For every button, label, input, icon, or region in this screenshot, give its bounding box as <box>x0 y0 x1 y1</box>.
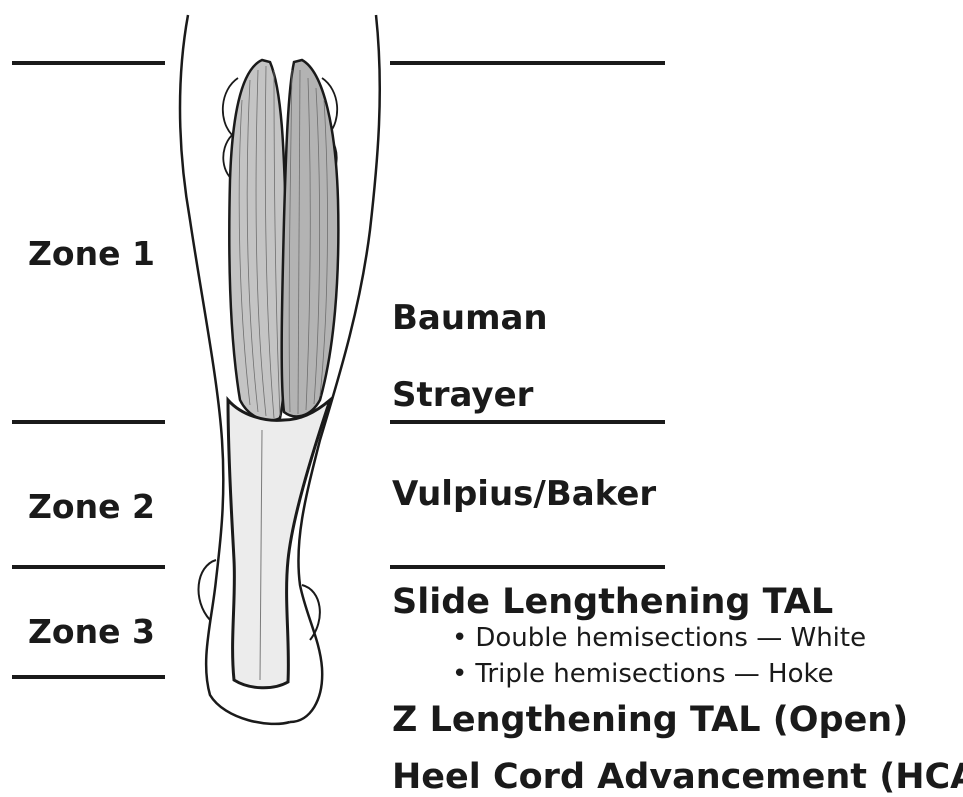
leg-calf-illustration <box>170 0 400 730</box>
zone-1-label: Zone 1 <box>28 234 155 273</box>
zone-2-label: Zone 2 <box>28 487 155 526</box>
slide-bullet-triple-hemisections: Triple hemisections — Hoke <box>452 659 834 689</box>
zone1-top-rule-left <box>12 61 165 65</box>
zone-3-label: Zone 3 <box>28 612 155 651</box>
procedure-bauman: Bauman <box>392 298 548 338</box>
procedure-slide-lengthening-tal: Slide Lengthening TAL <box>392 582 833 622</box>
malleolus-right <box>302 585 320 640</box>
procedure-strayer: Strayer <box>392 375 533 415</box>
zone1-bottom-rule-left <box>12 420 165 424</box>
zone2-bottom-rule-left <box>12 565 165 569</box>
zone1-top-rule-right <box>390 61 665 65</box>
zone1-bottom-rule-right <box>390 420 665 424</box>
zone2-bottom-rule-right <box>390 565 665 569</box>
zone3-bottom-rule-left <box>12 675 165 679</box>
malleolus-left <box>199 560 216 620</box>
soleus-achilles-tendon <box>228 400 330 688</box>
procedure-z-lengthening-tal: Z Lengthening TAL (Open) <box>392 700 908 740</box>
procedure-vulpius-baker: Vulpius/Baker <box>392 474 656 514</box>
slide-bullet-double-hemisections: Double hemisections — White <box>452 623 866 653</box>
procedure-heel-cord-advancement: Heel Cord Advancement (HCA) <box>392 757 963 797</box>
